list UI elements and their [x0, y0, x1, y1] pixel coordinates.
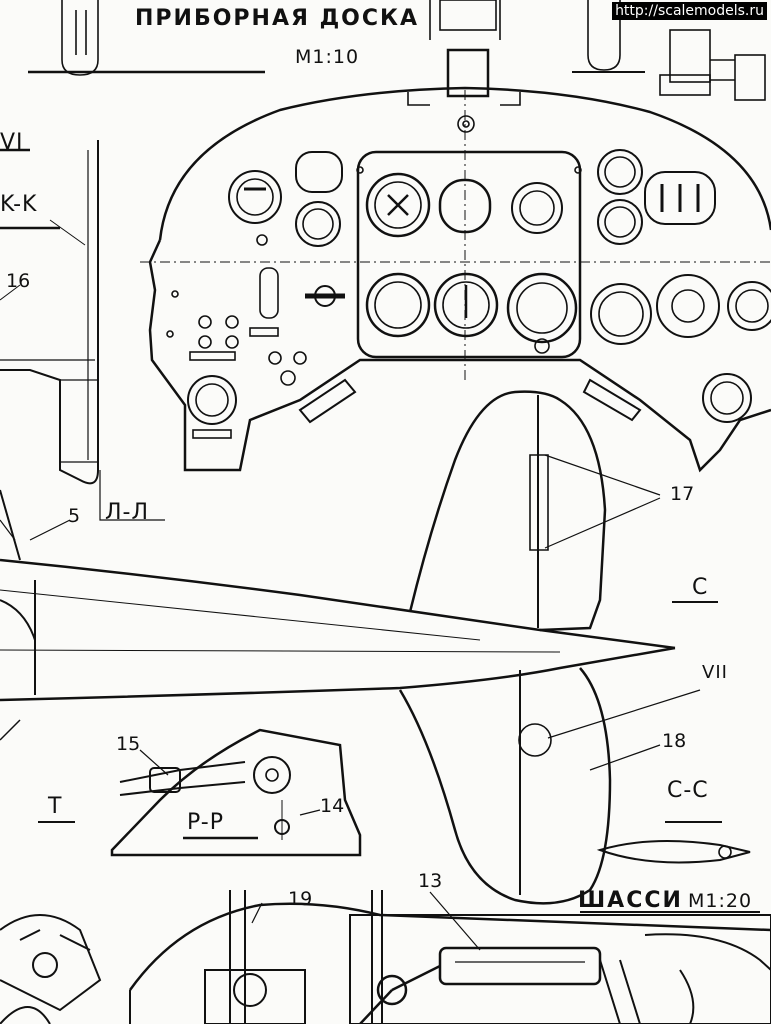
section-ll-label: Л-Л [105, 500, 150, 525]
panel-scale: M1:10 [295, 46, 360, 68]
panel-outline [158, 86, 771, 241]
central-sub-panel [356, 150, 582, 359]
section-cc-label: C-C [667, 778, 709, 803]
callout-18: 18 [662, 730, 687, 752]
section-kk [0, 140, 165, 521]
tail-assembly [0, 390, 751, 905]
fin-lower [398, 667, 612, 905]
fin-upper [408, 390, 607, 632]
top-fragments [28, 0, 766, 101]
callout-17: 17 [670, 483, 695, 505]
panel-details [166, 234, 642, 424]
gear-title: ШАССИ [578, 888, 683, 913]
watermark: http://scalemodels.ru [612, 2, 767, 20]
gear-scale: M1:20 [688, 890, 753, 912]
fuselage-top [0, 558, 676, 650]
section-vii-label: VII [702, 662, 728, 683]
callout-19: 19 [288, 888, 313, 910]
section-pp [38, 728, 362, 857]
panel-title: ПРИБОРНАЯ ДОСКА [135, 6, 420, 31]
instrument-panel [140, 86, 771, 473]
callout-16: 16 [6, 270, 31, 292]
section-pp-label: P-P [187, 810, 224, 835]
section-kk-label: K-K [0, 192, 38, 217]
callout-13: 13 [418, 870, 443, 892]
fuselage-bottom [0, 646, 676, 702]
section-c-label: C [692, 575, 709, 600]
section-vi-label: VI [0, 130, 24, 155]
callout-5: 5 [68, 505, 81, 527]
section-t-label: T [48, 794, 63, 819]
callout-14: 14 [320, 795, 345, 817]
gauges [187, 149, 771, 439]
landing-gear [0, 890, 771, 1024]
callout-15: 15 [116, 733, 141, 755]
